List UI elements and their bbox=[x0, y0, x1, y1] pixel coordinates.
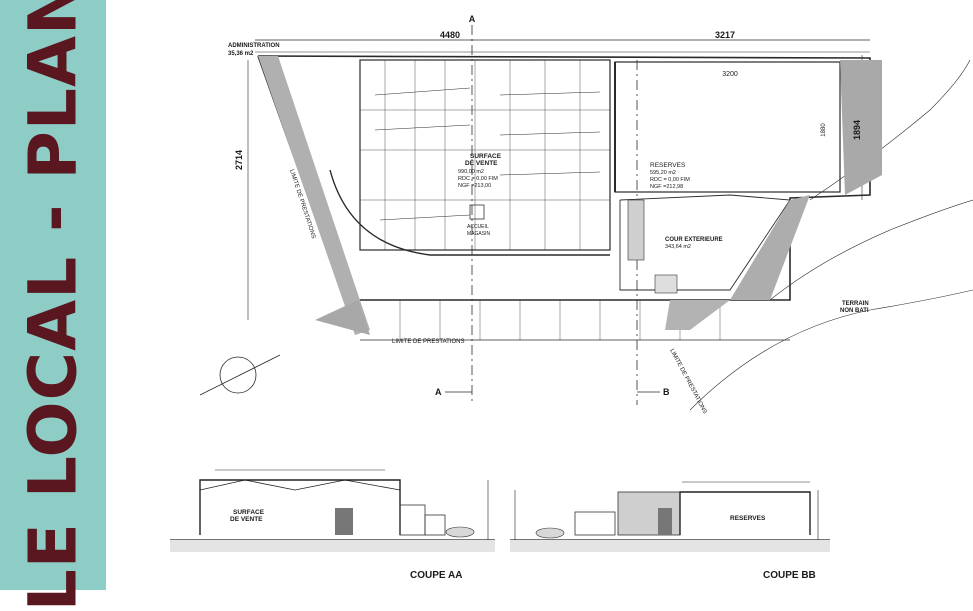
section-mark-a-top: A bbox=[469, 14, 476, 24]
reception-label-2: MAGASIN bbox=[467, 231, 490, 237]
section-mark-b-bottom: B bbox=[663, 387, 670, 397]
section-bb-title: COUPE BB bbox=[763, 570, 816, 581]
exterior-court-label: COUR EXTERIEURE bbox=[665, 237, 723, 243]
reception-label: ACCUEIL bbox=[467, 224, 489, 230]
section-aa-drawing bbox=[170, 469, 495, 552]
sales-area-label: SURFACE bbox=[470, 153, 502, 160]
administration-area: 35,36 m2 bbox=[228, 51, 254, 57]
title-banner: LE LOCAL - PLAN bbox=[0, 0, 106, 611]
sales-area-size: 990,00 m2 bbox=[458, 169, 484, 175]
dim-right-width: 3217 bbox=[715, 30, 735, 40]
reserves-ngf: NGF =212,98 bbox=[650, 184, 683, 190]
exterior-court-area: 343,64 m2 bbox=[665, 244, 691, 250]
page-title: LE LOCAL - PLAN bbox=[14, 0, 92, 611]
plan-drawing: A 4480 3217 3200 2714 1894 1880 ADMINIST… bbox=[170, 14, 973, 581]
sales-area-label-2: DE VENTE bbox=[465, 160, 498, 167]
section-bb-drawing bbox=[510, 481, 830, 552]
land-label-2: NON BATI bbox=[840, 308, 869, 314]
boundary-label-bottom: LIMITE DE PRESTATIONS bbox=[392, 339, 464, 345]
dim-total-width: 4480 bbox=[440, 30, 460, 40]
sales-area-ngf: NGF =213,00 bbox=[458, 183, 491, 189]
land-label: TERRAIN bbox=[842, 301, 869, 307]
section-aa-room-2: DE VENTE bbox=[230, 516, 263, 523]
dim-right-inner: 3200 bbox=[722, 71, 738, 78]
reserves-area: 595,20 m2 bbox=[650, 170, 676, 176]
section-bb-room: RESERVES bbox=[730, 515, 766, 522]
section-mark-a-bottom: A bbox=[435, 387, 442, 397]
reserves-label: RESERVES bbox=[650, 162, 686, 169]
dim-right-height: 1894 bbox=[852, 120, 862, 140]
section-aa-room: SURFACE bbox=[233, 509, 265, 516]
sales-area-rdc: RDC = 0,00 FIM bbox=[458, 176, 498, 182]
site-plan: A 4480 3217 3200 2714 1894 1880 ADMINIST… bbox=[170, 0, 973, 590]
reserves-rdc: RDC = 0,00 FIM bbox=[650, 177, 690, 183]
dim-inner-height: 1880 bbox=[821, 123, 827, 137]
dim-left-height: 2714 bbox=[234, 150, 244, 170]
boundary-label-right: LIMITE DE PRESTATIONS bbox=[668, 348, 707, 415]
section-aa-title: COUPE AA bbox=[410, 570, 462, 581]
administration-label: ADMINISTRATION bbox=[228, 43, 280, 49]
